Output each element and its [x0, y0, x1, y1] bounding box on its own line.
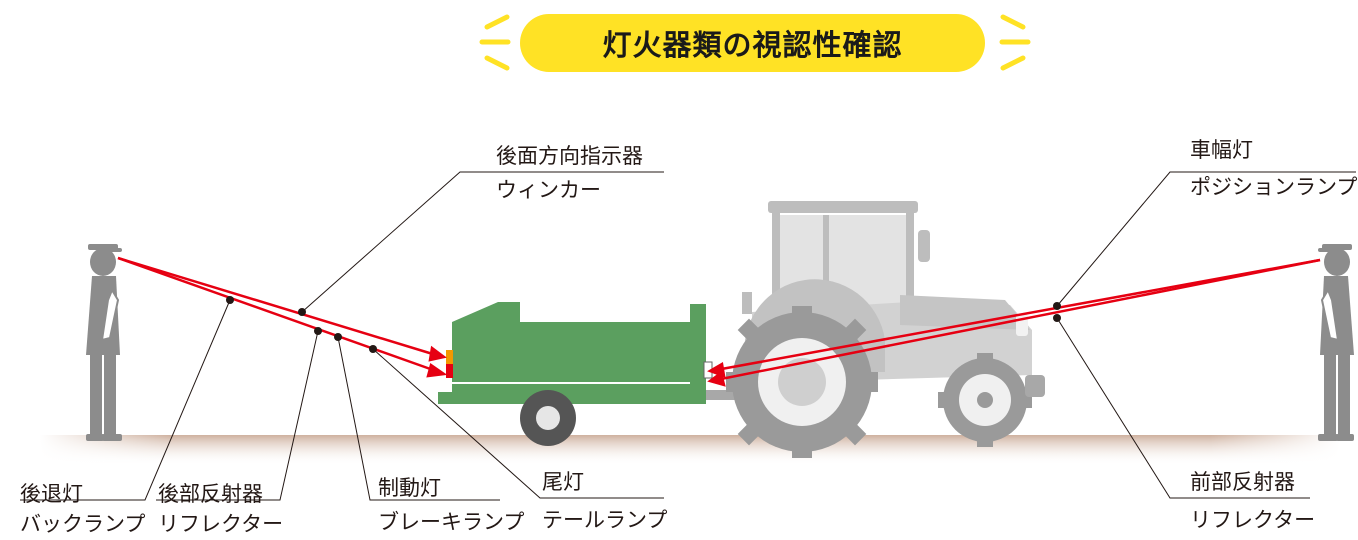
width-lamp-label: 車幅灯: [1190, 138, 1253, 162]
turn-signal-lamp: [446, 350, 453, 364]
leader-dots: [226, 296, 1061, 353]
tail-lamp-label: 尾灯: [542, 470, 584, 494]
tail-lamp: [446, 364, 453, 378]
sight-lines: [117, 256, 1321, 387]
title-banner: 灯火器類の視認性確認: [520, 14, 985, 72]
front-reflector-sublabel: リフレクター: [1190, 508, 1316, 532]
ground: [40, 435, 1340, 465]
sight-line-rear-lower: [117, 256, 437, 373]
leader-lines: [20, 171, 1356, 501]
sight-line-front-upper: [715, 258, 1321, 372]
rear-reflector-sublabel: リフレクター: [158, 512, 284, 536]
sight-line-rear-upper: [117, 256, 437, 357]
rear-turn-signal-sublabel: ウィンカー: [496, 178, 601, 202]
title-spark-left: [479, 14, 511, 71]
front-reflector-label: 前部反射器: [1190, 470, 1295, 494]
brake-lamp-sublabel: ブレーキランプ: [378, 510, 525, 534]
page-title: 灯火器類の視認性確認: [602, 28, 903, 62]
rear-reflector-label: 後部反射器: [158, 482, 263, 506]
brake-lamp-label: 制動灯: [378, 476, 441, 500]
reversing-lamp-sublabel: バックランプ: [20, 512, 146, 536]
tail-lamp-sublabel: テールランプ: [542, 508, 668, 532]
width-lamp-sublabel: ポジションランプ: [1190, 175, 1358, 199]
right-person: [1318, 244, 1354, 441]
reversing-lamp-label: 後退灯: [20, 482, 83, 506]
title-spark-right: [999, 14, 1031, 71]
rear-turn-signal-label: 後面方向指示器: [496, 144, 643, 168]
sight-line-front-lower: [715, 258, 1321, 382]
tractor: [700, 201, 1045, 458]
trailer: [438, 302, 713, 446]
left-person: [86, 244, 122, 441]
